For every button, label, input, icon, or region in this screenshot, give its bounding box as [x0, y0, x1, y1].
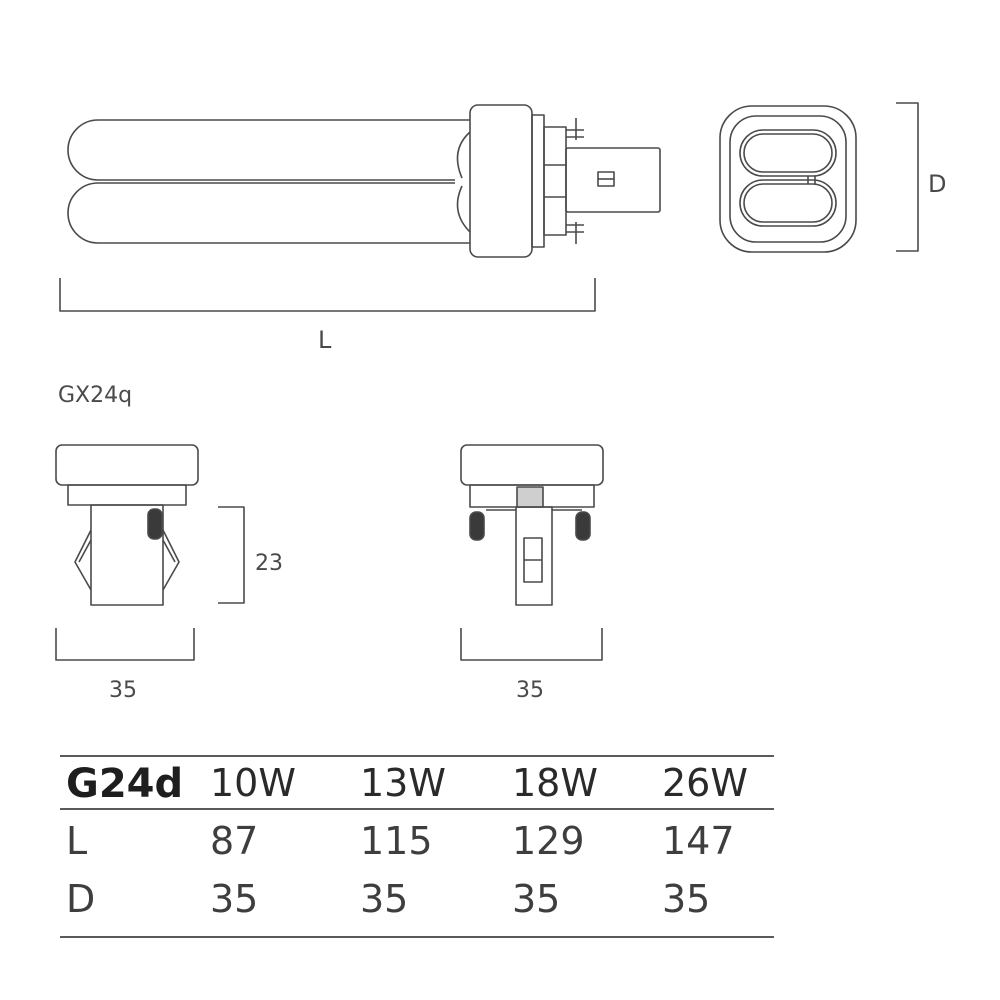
table-header-rule	[60, 808, 774, 810]
lamp-side-view	[67, 104, 661, 258]
dimension-35-right-bracket	[460, 628, 603, 661]
row-label: L	[66, 819, 88, 863]
dimension-23-label: 23	[255, 551, 283, 576]
table-cell: 35	[662, 877, 711, 921]
table-top-rule	[60, 755, 774, 757]
socket-side-view	[460, 444, 604, 606]
socket-front-view	[55, 444, 199, 606]
table-cell: 87	[210, 819, 259, 863]
table-header-row: G24d 10W 13W 18W 26W	[60, 761, 774, 817]
table-row: L 87 115 129 147	[60, 819, 774, 875]
wattage-header: 13W	[360, 761, 446, 805]
wattage-header: 18W	[512, 761, 598, 805]
dimension-35-right-label: 35	[516, 678, 544, 703]
wattage-header: 26W	[662, 761, 748, 805]
dimension-l-label: L	[318, 326, 332, 354]
table-socket-name: G24d	[66, 761, 184, 807]
row-label: D	[66, 877, 96, 921]
lamp-end-view	[719, 105, 857, 253]
dimension-35-left-bracket	[55, 628, 195, 661]
table-cell: 35	[512, 877, 561, 921]
table-bottom-rule	[60, 936, 774, 938]
table-cell: 129	[512, 819, 585, 863]
table-cell: 147	[662, 819, 735, 863]
table-cell: 115	[360, 819, 433, 863]
socket-type-label: GX24q	[58, 383, 132, 408]
dimension-d-label: D	[928, 170, 946, 198]
lamp-diagram: L D GX24q 23 35 35	[55, 102, 946, 703]
wattage-header: 10W	[210, 761, 296, 805]
dimension-l-bracket	[59, 278, 596, 312]
dimension-35-left-label: 35	[109, 678, 137, 703]
table-cell: 35	[360, 877, 409, 921]
dimension-d-bracket	[896, 102, 919, 252]
table-cell: 35	[210, 877, 259, 921]
dimension-23-bracket	[218, 506, 245, 604]
table-row: D 35 35 35 35	[60, 877, 774, 933]
